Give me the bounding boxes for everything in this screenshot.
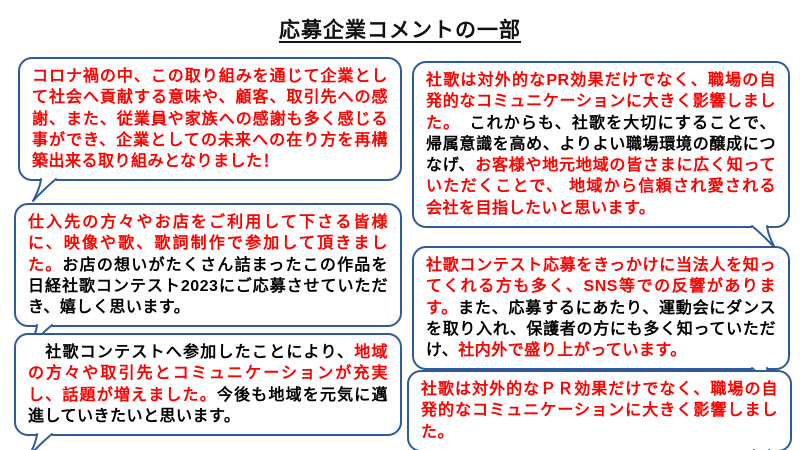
comment-text-segment: これからも、社歌を大切にすることで、帰属意識を高め、よりよい職場環境の醸成につな… [426,114,776,175]
comment-text-segment: コロナ禍の中、この取り組みを通じて企業として社会へ貢献する意味や、顧客、取引先へ… [32,68,388,171]
speech-tail-icon [30,432,53,450]
comment-text: 社歌コンテスト応募をきっかけに当法人を知ってくれる方も多く、SNS等での反響があ… [426,257,776,359]
comment-text: 社歌は対外的なＰＲ効果だけでなく、職場の自発的なコミュニケーションに大きく影響し… [421,381,778,441]
comment-text-segment: 社内外で盛り上がっています。 [458,342,687,360]
comment-text-segment: 社歌は対外的なＰＲ効果だけでなく、職場の自発的なコミュニケーションに大きく影響し… [421,381,778,441]
comment-bubble-mid-right: 社歌コンテスト応募をきっかけに当法人を知ってくれる方も多く、SNS等での反響があ… [412,246,790,392]
comment-bubble-top-left: コロナ禍の中、この取り組みを通じて企業として社会へ貢献する意味や、顧客、取引先へ… [18,57,402,203]
comment-text: 仕入先の方々やお店をご利用して下さる皆様に、映像や歌、歌詞制作で参加して頂きまし… [28,214,388,316]
comment-text-segment: 社歌コンテスト応募をきっかけに当法人を知ってくれる方も多く、SNS等での反響があ… [426,257,776,317]
comment-bubble-mid-left: 仕入先の方々やお店をご利用して下さる皆様に、映像や歌、歌詞制作で参加して頂きまし… [14,203,402,349]
comment-text-segment: 今後も地域を元気に邁進していきたいと思います。 [28,386,388,425]
comment-bubble-bottom-left: 社歌コンテストへ参加したことにより、地域の方々や取引先とコミュニケーションが充実… [14,333,402,450]
comment-text-segment: 仕入先の方々やお店をご利用して下さる皆様に、映像や歌、歌詞制作で参加して頂きまし… [28,214,388,274]
comment-text: 社歌は対外的なPR効果だけでなく、職場の自発的なコミュニケーションに大きく影響し… [426,72,776,217]
comment-bubble-top-right: 社歌は対外的なPR効果だけでなく、職場の自発的なコミュニケーションに大きく影響し… [412,61,790,249]
comment-text-segment: お店の想いがたくさん詰まったこの作品を日経社歌コンテスト2023にご応募させてい… [28,256,388,317]
comment-text-segment: 社歌コンテストへ参加したことにより、 [28,344,355,361]
page-title: 応募企業コメントの一部 [279,19,521,42]
comment-text-segment: お客様や地元地域の皆さまに広く知っていただくことで、 地域から信頼され愛される会… [426,157,776,217]
comment-text-segment: 社歌は対外的なPR効果だけでなく、職場の自発的なコミュニケーションに大きく影響し… [426,72,776,132]
comment-text: コロナ禍の中、この取り組みを通じて企業として社会へ貢献する意味や、顧客、取引先へ… [32,68,388,170]
comment-text: 社歌コンテストへ参加したことにより、地域の方々や取引先とコミュニケーションが充実… [28,344,388,425]
comment-bubble-bottom-right: 社歌は対外的なＰＲ効果だけでなく、職場の自発的なコミュニケーションに大きく影響し… [407,370,792,450]
comment-text-segment: また、応募するにあたり、運動会にダンスを取り入れ、保護者の方にも多く知っていただ… [426,299,776,360]
speech-tail-icon [32,177,57,203]
comment-text-segment: 地域の方々や取引先とコミュニケーションが充実し、話題が増えました。 [28,344,388,404]
